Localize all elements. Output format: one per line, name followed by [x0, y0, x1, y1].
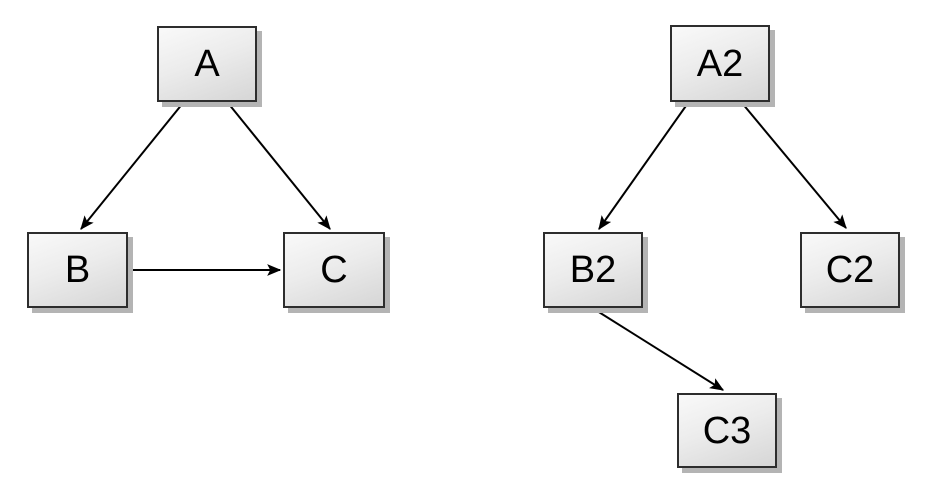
node-A2: A2: [670, 25, 770, 102]
node-B: B: [27, 232, 128, 308]
node-A: A: [157, 26, 257, 102]
node-label: C3: [702, 409, 752, 452]
edge-A2-C2: [741, 102, 847, 229]
node-label: C2: [825, 249, 875, 291]
node-label: A2: [696, 42, 744, 85]
edge-A-B: [80, 102, 184, 230]
node-C3: C3: [677, 393, 777, 468]
edge-A-C: [227, 102, 331, 230]
edge-A2-B2: [598, 102, 689, 230]
edge-B2-C3: [593, 308, 724, 391]
node-label: B: [64, 249, 91, 291]
node-label: C: [320, 249, 348, 291]
node-C: C: [283, 232, 385, 308]
node-label: B2: [569, 249, 617, 291]
node-label: A: [194, 43, 220, 85]
node-C2: C2: [800, 232, 900, 308]
node-B2: B2: [543, 232, 643, 308]
